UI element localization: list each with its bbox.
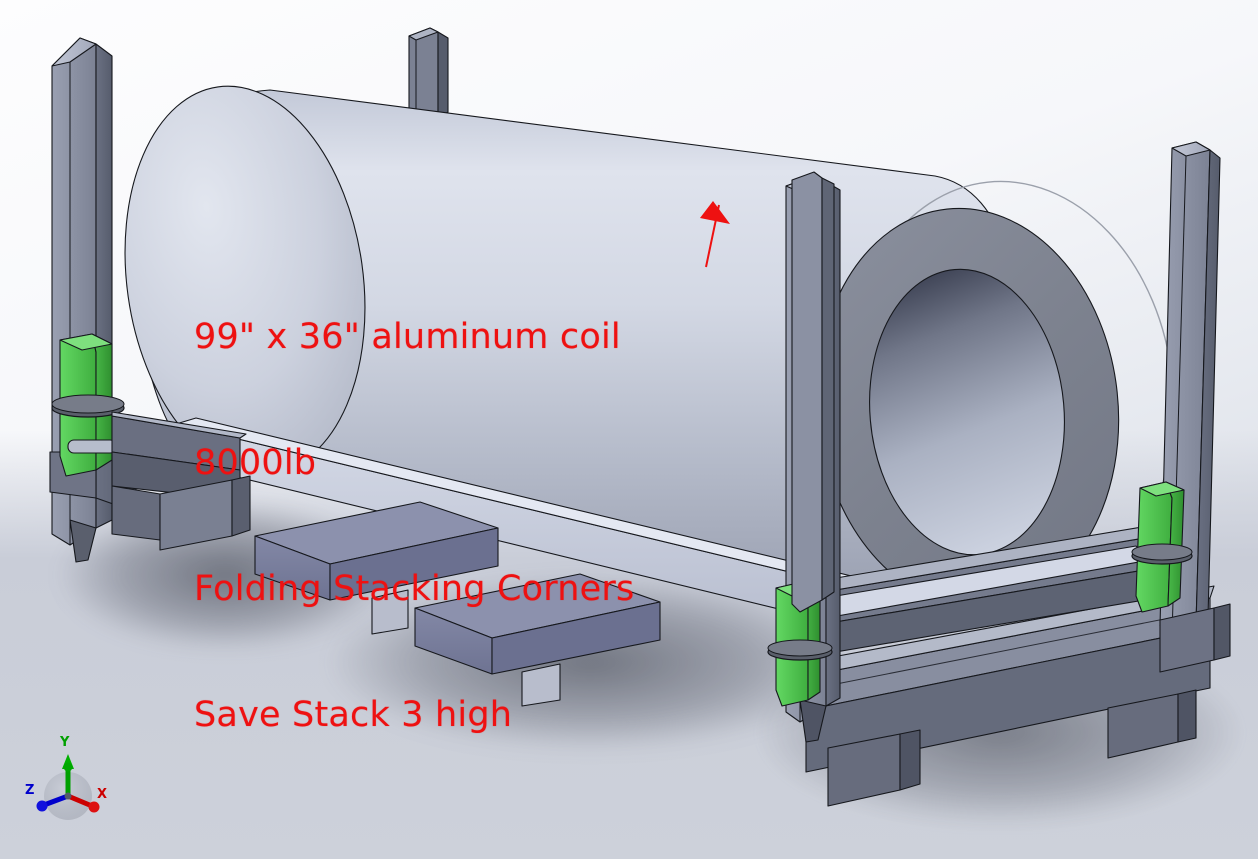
triad-label-z: Z <box>25 783 35 798</box>
base-cross-member-2 <box>414 573 661 707</box>
red-leader-arrow <box>700 201 730 268</box>
deck-rail-rear-left <box>111 411 247 541</box>
left-base-foot <box>159 475 251 551</box>
annotation-line-1: 99" x 36" aluminum coil <box>194 317 621 357</box>
folding-stacking-corner-center-right <box>767 581 833 707</box>
annotation-text-block: 99" x 36" aluminum coil 8000lb Folding S… <box>194 232 634 820</box>
right-base-foot <box>1159 603 1231 673</box>
folding-stacking-corner-front-right <box>1131 481 1193 613</box>
triad-graphic <box>36 754 100 820</box>
annotation-line-3: Folding Stacking Corners <box>194 569 635 609</box>
triad-label-y: Y <box>60 735 70 750</box>
front-base-rail <box>805 585 1215 807</box>
triad-label-x: X <box>97 787 108 802</box>
view-orientation-triad[interactable]: Y X Z <box>16 736 120 826</box>
annotation-line-4: Save Stack 3 high <box>194 695 513 735</box>
folding-stacking-corner-rear-left <box>51 333 125 477</box>
stanchion-mid-back <box>791 171 835 613</box>
annotation-line-2: 8000lb <box>194 443 317 483</box>
base-cross-member-1 <box>254 501 499 635</box>
